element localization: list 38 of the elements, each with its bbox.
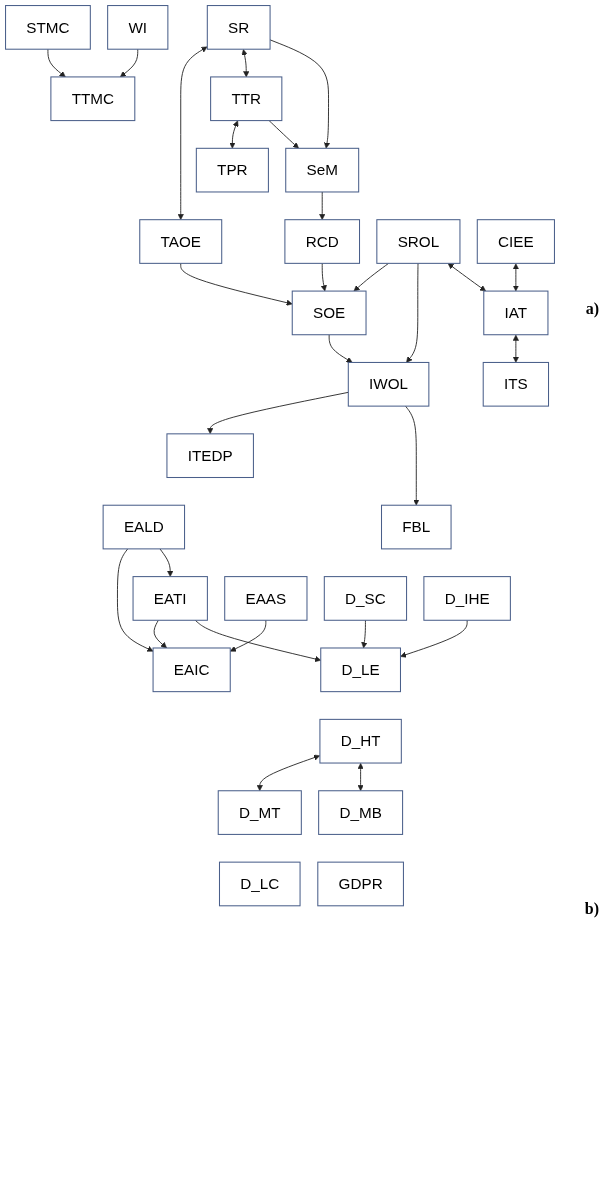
node-box: D_IHE [423, 576, 511, 621]
node-box: ITS [482, 361, 550, 407]
node-box: SR [206, 5, 271, 50]
node-box: ITEDP [166, 433, 254, 478]
node-box: SROL [376, 219, 461, 264]
node-box: EAAS [224, 576, 308, 621]
node-box: D_MT [217, 790, 302, 835]
node-box: TPR [195, 147, 269, 193]
arrow [256, 754, 320, 792]
node-box: EALD [102, 504, 186, 550]
node-box: STMC [5, 5, 91, 50]
node-box: SOE [291, 290, 367, 336]
node-box: D_MB [318, 790, 404, 835]
arrow [512, 334, 519, 363]
node-box: FBL [381, 504, 452, 550]
arrow [229, 120, 239, 149]
node-box: EATI [132, 576, 208, 621]
node-box: WI [107, 5, 169, 50]
node-box: D_SC [323, 576, 408, 621]
node-box: CIEE [476, 219, 555, 264]
node-box: TTR [210, 76, 283, 122]
node-box: D_HT [319, 718, 402, 764]
arrow [241, 49, 250, 78]
arrow [447, 263, 486, 292]
node-box: EAIC [152, 647, 231, 693]
node-box: TTMC [50, 76, 136, 122]
arrow [357, 763, 364, 792]
node-box: D_LC [218, 861, 301, 907]
node-box: RCD [284, 219, 361, 264]
node-box: GDPR [317, 861, 404, 907]
node-box: IWOL [347, 361, 430, 407]
panel-label: b) [584, 900, 599, 918]
node-box: SeM [285, 147, 360, 193]
panel-label: a) [585, 300, 599, 318]
node-box: TAOE [139, 219, 223, 264]
arrow [512, 263, 519, 292]
node-box: IAT [483, 290, 549, 336]
node-box: D_LE [320, 647, 401, 693]
